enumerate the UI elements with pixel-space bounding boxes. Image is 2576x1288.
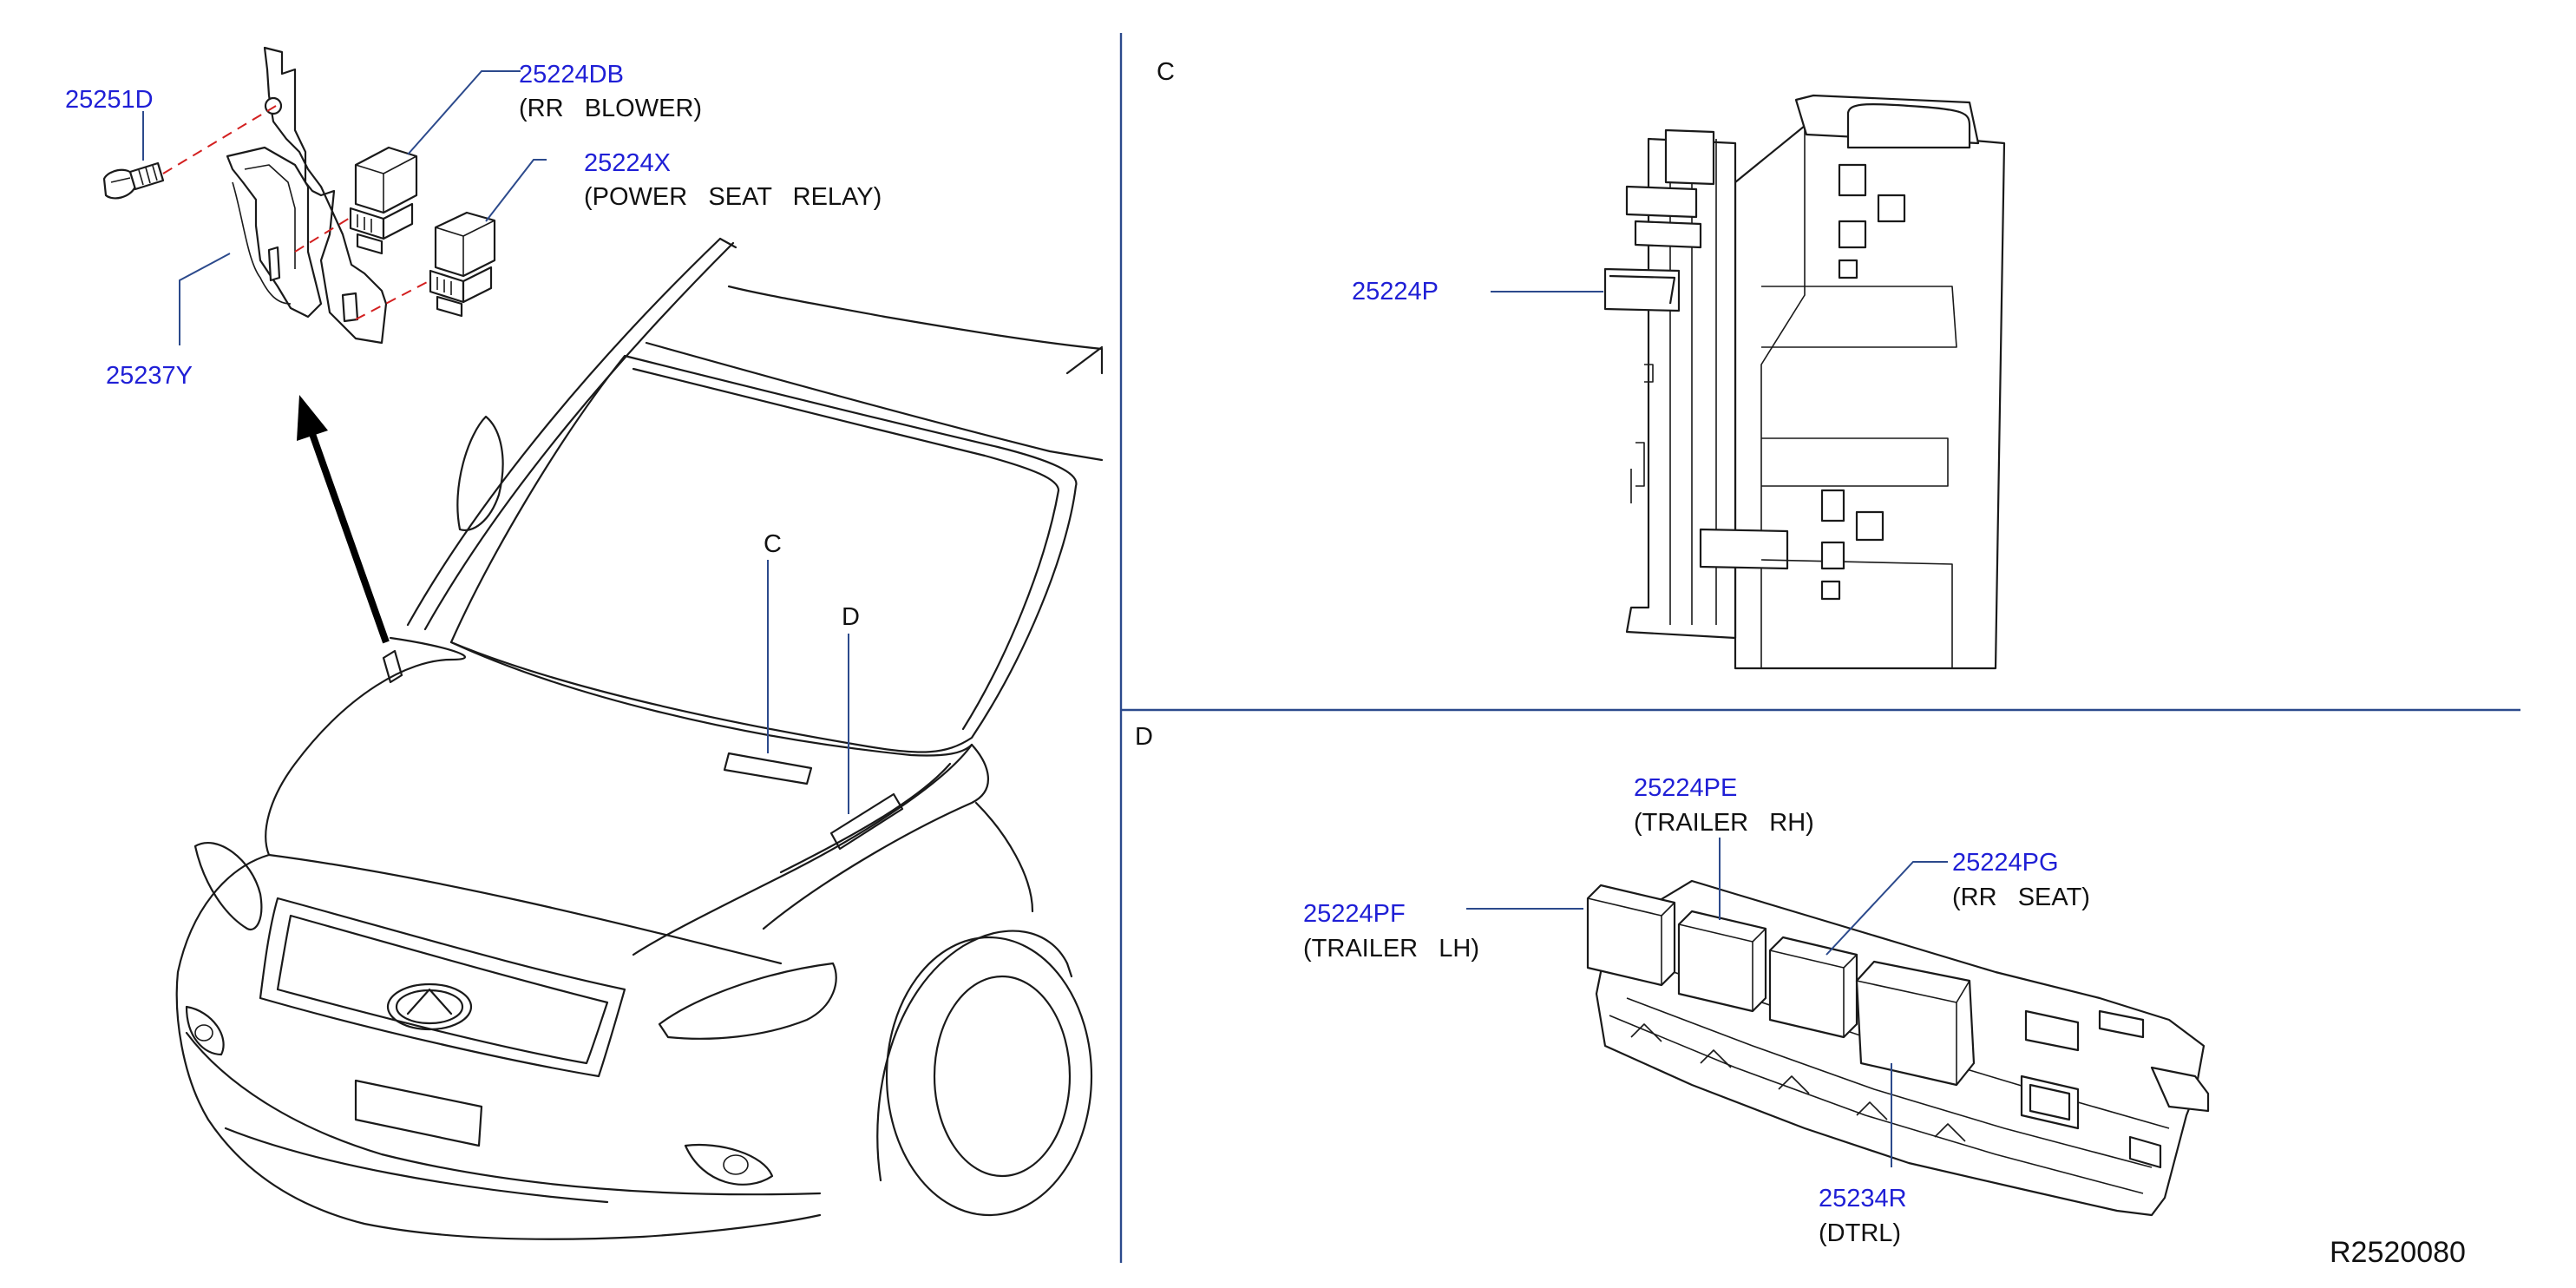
label-25224pe: 25224PE xyxy=(1634,774,1737,802)
label-25234r-desc: (DTRL) xyxy=(1819,1219,1901,1247)
label-25224x: 25224X xyxy=(584,149,671,177)
vehicle-illustration xyxy=(175,237,1104,1240)
relay-block-d xyxy=(1586,879,2210,1217)
relay-bracket xyxy=(226,46,388,345)
label-25224pe-desc: (TRAILER RH) xyxy=(1634,809,1814,837)
label-25224pf-desc: (TRAILER LH) xyxy=(1303,935,1479,963)
location-arrow xyxy=(297,395,390,644)
label-25251d: 25251D xyxy=(65,86,154,114)
label-25224db: 25224DB xyxy=(519,61,624,89)
reference-code: R2520080 xyxy=(2330,1236,2466,1269)
label-25234r: 25234R xyxy=(1819,1185,1907,1212)
relay-25224x xyxy=(429,211,496,318)
label-25224pg: 25224PG xyxy=(1952,849,2059,877)
label-25224db-desc: (RR BLOWER) xyxy=(519,95,702,122)
relay-25224db xyxy=(349,146,418,255)
bolt-25251d xyxy=(102,161,165,200)
label-25224pf: 25224PF xyxy=(1303,900,1406,928)
label-25237y: 25237Y xyxy=(106,362,193,390)
relay-box-c xyxy=(1603,94,2006,670)
callout-d: D xyxy=(842,603,860,631)
section-d-leaders xyxy=(1466,838,1948,1167)
label-25224x-desc: (POWER SEAT RELAY) xyxy=(584,183,882,211)
callout-c: C xyxy=(764,530,782,558)
top-left-leaders xyxy=(142,70,547,345)
section-d-label: D xyxy=(1135,723,1153,751)
panel-dividers xyxy=(1119,33,2520,1263)
label-25224pg-desc: (RR SEAT) xyxy=(1952,884,2090,911)
section-c-label: C xyxy=(1157,58,1175,86)
label-25224p: 25224P xyxy=(1352,278,1439,306)
assembly-lines xyxy=(162,105,433,320)
vehicle-callout-leaders xyxy=(767,560,849,814)
